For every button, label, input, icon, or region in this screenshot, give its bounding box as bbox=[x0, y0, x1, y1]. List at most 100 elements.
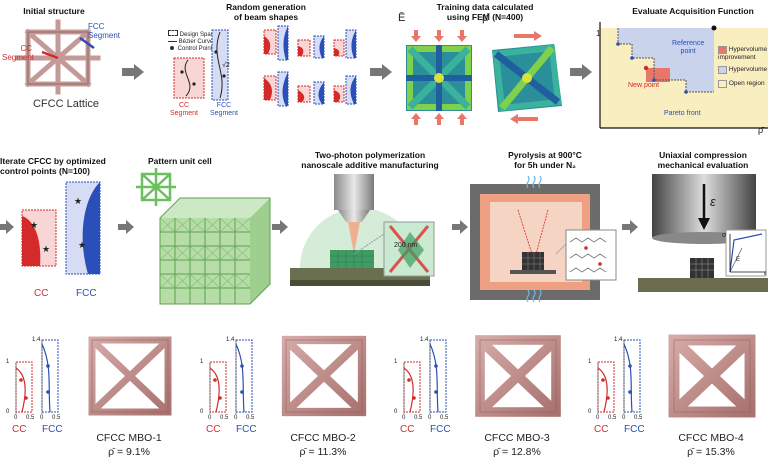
optimized-control-points: ★ ★ ★ ★ bbox=[21, 181, 101, 275]
result-cc-label: CC bbox=[206, 424, 221, 435]
svg-text:★: ★ bbox=[78, 240, 86, 250]
axis-tick: 1.4 bbox=[32, 337, 41, 343]
legend-bezier: Bézier Curve bbox=[168, 39, 217, 46]
fcc-segment-label: FCC Segment bbox=[88, 22, 120, 40]
result-fcc-label: FCC bbox=[42, 424, 63, 435]
fem-simulation-left bbox=[406, 30, 472, 125]
acquisition-plot bbox=[599, 22, 768, 129]
tpp-title: Two-photon polymerization nanoscale addi… bbox=[290, 150, 450, 170]
title-line: Two-photon polymerization bbox=[314, 150, 426, 160]
result-cc-label: CC bbox=[400, 424, 415, 435]
title-line: for 5h under N₂ bbox=[514, 160, 576, 170]
axis-tick: 1.4 bbox=[614, 337, 623, 343]
e-bar-label: Ē bbox=[398, 12, 406, 24]
segment-text: Segment bbox=[88, 31, 121, 40]
axis-tick: 0 bbox=[428, 415, 432, 421]
result-cc-label: CC bbox=[12, 424, 27, 435]
arrow-right-icon bbox=[122, 64, 144, 80]
compression-title: Uniaxial compression mechanical evaluati… bbox=[638, 150, 768, 170]
pyrolysis-title: Pyrolysis at 900°C for 5h under N₂ bbox=[470, 150, 620, 170]
segment-text: Segment bbox=[209, 110, 239, 117]
axis-tick: 0 bbox=[588, 409, 592, 415]
legend-open-region: Open region bbox=[718, 80, 768, 88]
axis-tick: 0.5 bbox=[608, 415, 617, 421]
arrow-right-icon bbox=[118, 220, 134, 234]
profile-plot bbox=[15, 339, 59, 414]
legend-hv-improvement: Hypervolume improvement bbox=[718, 46, 768, 62]
legend-swatch bbox=[718, 66, 727, 74]
axis-tick: 0.5 bbox=[220, 415, 229, 421]
fcc-text: FCC bbox=[88, 22, 105, 31]
axis-tick: 0.5 bbox=[26, 415, 35, 421]
unit-cell-icon bbox=[136, 168, 176, 206]
result-name: CFCC MBO-4 bbox=[678, 432, 744, 444]
arrow-right-icon bbox=[370, 64, 392, 80]
axis-tick: 0.5 bbox=[634, 415, 643, 421]
mu-bar-label: μ̄ bbox=[482, 12, 489, 24]
furnace-illustration bbox=[470, 175, 617, 303]
axis-tick: 1.4 bbox=[420, 337, 429, 343]
axis-tick: 0.5 bbox=[52, 415, 61, 421]
result-name: CFCC MBO-3 bbox=[484, 432, 550, 444]
iterate-cc-label: CC bbox=[34, 288, 49, 299]
svg-text:★: ★ bbox=[30, 220, 38, 230]
tpp-illustration bbox=[290, 174, 435, 286]
pattern-title: Pattern unit cell bbox=[148, 156, 212, 166]
cc-text: CC bbox=[178, 102, 190, 109]
svg-text:★: ★ bbox=[42, 244, 50, 254]
axis-tick: 0 bbox=[200, 409, 204, 415]
profile-plot bbox=[403, 339, 447, 414]
title-line: Pyrolysis at 900°C bbox=[508, 150, 582, 160]
cc-text: CC bbox=[20, 44, 32, 53]
new-point-label: New point bbox=[628, 82, 660, 89]
result-cc-label: CC bbox=[594, 424, 609, 435]
title-line: mechanical evaluation bbox=[657, 160, 749, 170]
iterate-title: Iterate CFCC by optimized control points… bbox=[0, 156, 120, 176]
optimized-lattice-icon bbox=[658, 326, 766, 426]
legend-text: Bézier Curve bbox=[178, 39, 214, 45]
axis-tick: 0 bbox=[402, 415, 406, 421]
x-axis-label: ρ̄ bbox=[758, 125, 764, 135]
axis-tick: 0 bbox=[40, 415, 44, 421]
optimized-lattice-icon bbox=[465, 327, 571, 425]
strain-label: ε bbox=[764, 271, 767, 277]
title-line: Random generation bbox=[226, 2, 306, 12]
axis-tick: 0 bbox=[234, 415, 238, 421]
title-line: nanoscale additive manufacturing bbox=[301, 160, 439, 170]
arrow-right-icon bbox=[272, 220, 288, 234]
patterned-lattice-block bbox=[159, 197, 271, 305]
cfcc-lattice-icon bbox=[15, 19, 101, 95]
pareto-front-label: Pareto front bbox=[664, 110, 701, 117]
axis-tick: 0.5 bbox=[440, 415, 449, 421]
result-density: ρ̄ = 11.3% bbox=[299, 446, 347, 458]
sigma-label: σ bbox=[722, 232, 727, 239]
legend-text: Hypervolume bbox=[728, 66, 768, 73]
training-data-title: Training data calculated using FEM (N=40… bbox=[410, 2, 560, 22]
legend-text: Control Point bbox=[177, 46, 213, 52]
axis-tick: 0.5 bbox=[414, 415, 423, 421]
axis-tick: 0 bbox=[394, 409, 398, 415]
cc-segment-label: CC Segment bbox=[2, 44, 34, 62]
legend-swatch bbox=[718, 46, 727, 54]
axis-tick: 1 bbox=[200, 359, 204, 365]
title-line: of beam shapes bbox=[233, 12, 299, 22]
result-name: CFCC MBO-1 bbox=[96, 432, 162, 444]
arrow-right-icon bbox=[0, 220, 14, 234]
cfcc-lattice-label: CFCC Lattice bbox=[32, 98, 100, 110]
title-line: Training data calculated bbox=[436, 2, 534, 12]
legend-control-point: Control Point bbox=[168, 46, 217, 53]
axis-tick: 0.5 bbox=[246, 415, 255, 421]
sqrt2-label: √2 bbox=[222, 62, 230, 69]
profile-plot bbox=[209, 339, 253, 414]
title-line: Iterate CFCC by optimized bbox=[0, 156, 106, 166]
compression-illustration bbox=[638, 174, 768, 292]
fem-simulation-right bbox=[492, 31, 562, 124]
result-fcc-label: FCC bbox=[430, 424, 451, 435]
